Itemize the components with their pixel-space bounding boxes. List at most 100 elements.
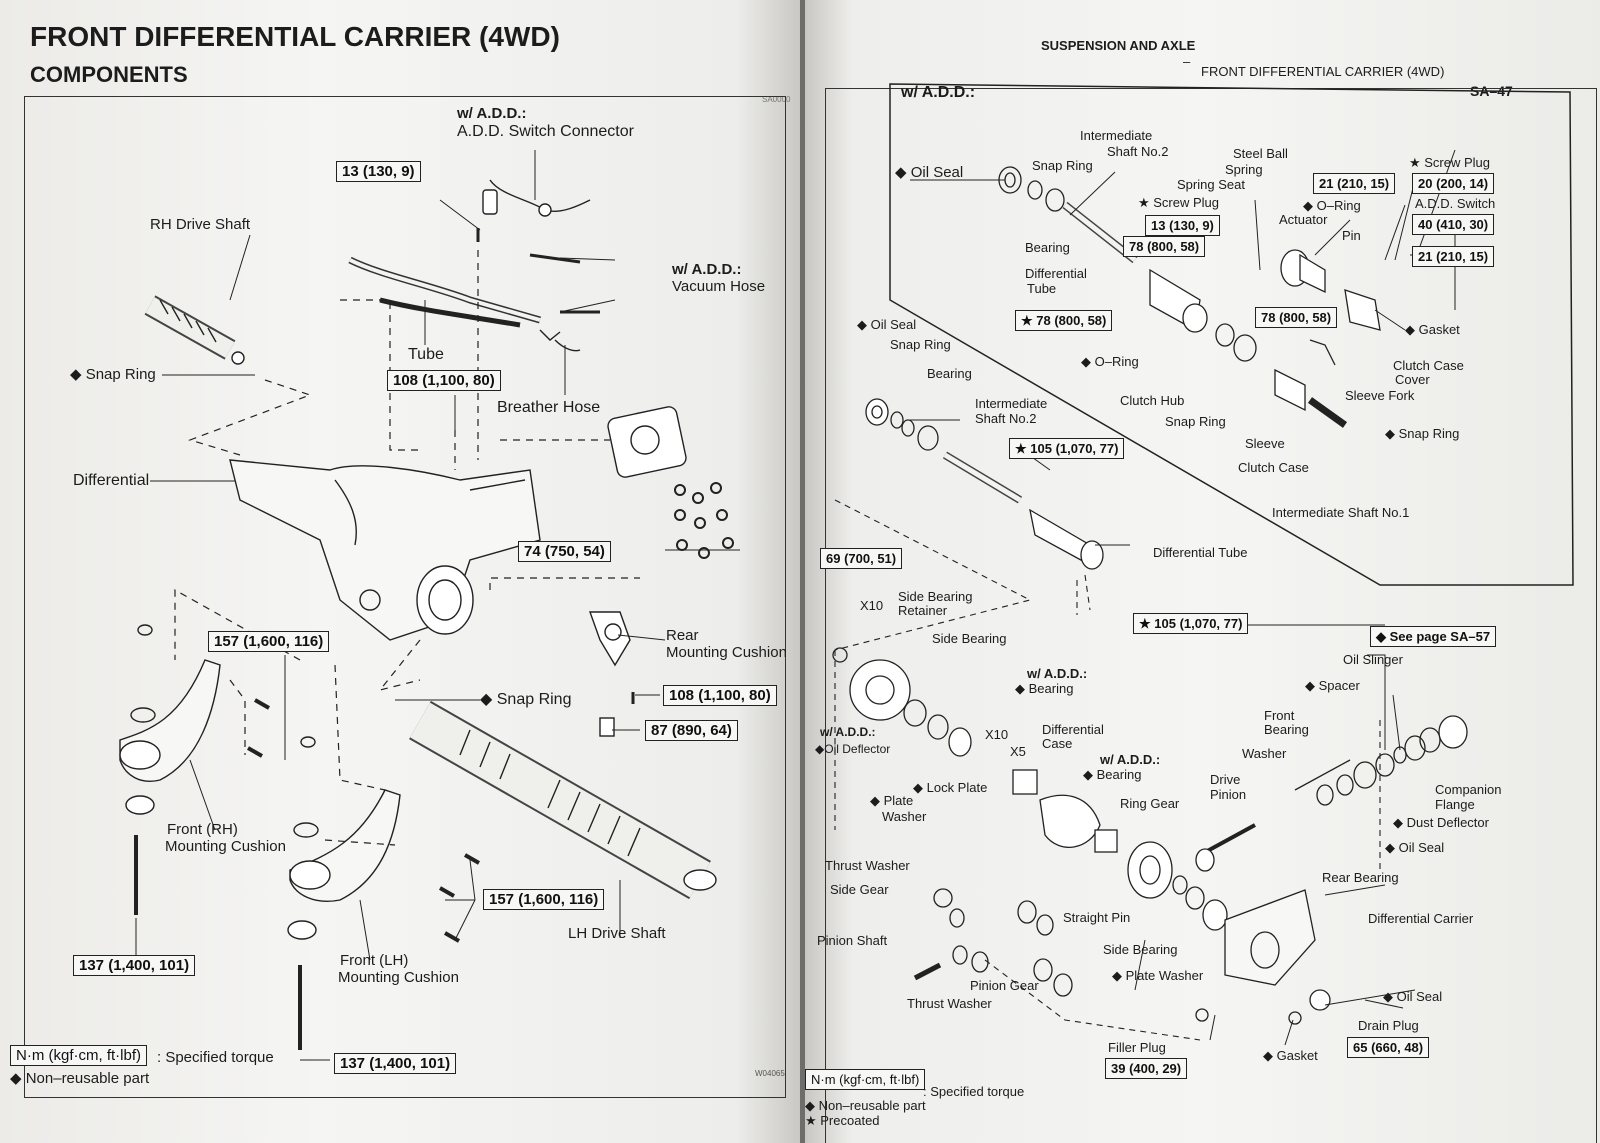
torque-21-b: 21 (210, 15) bbox=[1412, 246, 1495, 267]
companion-flange-label-1: Companion bbox=[1435, 782, 1502, 797]
tube-label: Tube bbox=[408, 346, 444, 363]
clutch-hub-label: Clutch Hub bbox=[1120, 393, 1185, 408]
torque-13: 13 (130, 9) bbox=[1145, 215, 1220, 236]
legend-specified-torque: : Specified torque bbox=[923, 1084, 1025, 1099]
add-heading: w/ A.D.D.: bbox=[457, 105, 527, 122]
plate-washer-label-2: Washer bbox=[882, 809, 927, 824]
front-bearing-label-1: Front bbox=[1264, 708, 1295, 723]
oil-seal-label-1: ◆ Oil Seal bbox=[895, 164, 964, 181]
washer-label: Washer bbox=[1242, 746, 1287, 761]
intermediate-shaft-2a-label-2: Shaft No.2 bbox=[1107, 144, 1169, 159]
differential-tube-label-2: Tube bbox=[1027, 281, 1057, 296]
drive-pinion-label-2: Pinion bbox=[1210, 787, 1247, 802]
torque-69: 69 (700, 51) bbox=[820, 548, 903, 569]
torque-105-a: ★ 105 (1,070, 77) bbox=[1009, 438, 1125, 459]
add-switch-connector-label: A.D.D. Switch Connector bbox=[457, 123, 634, 140]
add-heading: w/ A.D.D.: bbox=[901, 84, 976, 101]
oil-seal-label-3: ◆ Oil Seal bbox=[1385, 840, 1445, 855]
snap-ring-label-1: Snap Ring bbox=[1032, 158, 1093, 173]
gasket-label-2: ◆ Gasket bbox=[1263, 1048, 1318, 1063]
torque-74: 74 (750, 54) bbox=[518, 541, 611, 562]
intermediate-shaft-1-label: Intermediate Shaft No.1 bbox=[1272, 505, 1410, 520]
side-bearing-retainer-label-2: Retainer bbox=[898, 603, 948, 618]
torque-105-b: ★ 105 (1,070, 77) bbox=[1133, 613, 1249, 634]
rear-bearing-label: Rear Bearing bbox=[1322, 870, 1399, 885]
torque-78-a: 78 (800, 58) bbox=[1123, 236, 1206, 257]
legend-non-reusable: ◆ Non–reusable part bbox=[10, 1070, 150, 1087]
header-topic: FRONT DIFFERENTIAL CARRIER (4WD) bbox=[1201, 64, 1445, 79]
sleeve-fork-label: Sleeve Fork bbox=[1345, 388, 1415, 403]
right-page: SUSPENSION AND AXLE – FRONT DIFFERENTIAL… bbox=[805, 0, 1600, 1143]
x10-label-b: X10 bbox=[985, 727, 1009, 742]
snap-ring-label-1: ◆ Snap Ring bbox=[70, 366, 156, 383]
add-oil-deflector-label-1: w/ A.D.D.: bbox=[820, 725, 876, 739]
differential-carrier-label: Differential Carrier bbox=[1368, 911, 1474, 926]
torque-137-a: 137 (1,400, 101) bbox=[73, 955, 196, 976]
intermediate-shaft-2b-label-1: Intermediate bbox=[975, 396, 1048, 411]
thrust-washer-label-1: Thrust Washer bbox=[825, 858, 910, 873]
add-bearing-label-1: w/ A.D.D.: bbox=[1027, 666, 1088, 681]
oil-seal-label-4: ◆ Oil Seal bbox=[1383, 989, 1443, 1004]
front-rh-mount-label-2: Mounting Cushion bbox=[165, 838, 286, 855]
add-bearing-label-4: ◆ Bearing bbox=[1083, 767, 1142, 782]
front-lh-mount-label-1: Front (LH) bbox=[340, 952, 409, 969]
breather-hose-label: Breather Hose bbox=[497, 399, 601, 416]
side-bearing-label-2: Side Bearing bbox=[1103, 942, 1178, 957]
legend-unit-box: N·m (kgf·cm, ft·lbf) bbox=[805, 1069, 926, 1090]
vacuum-hose-prefix: w/ A.D.D.: bbox=[672, 261, 742, 278]
actuator-label: Actuator bbox=[1279, 212, 1328, 227]
legend-specified-torque: : Specified torque bbox=[157, 1049, 274, 1066]
side-bearing-label-1: Side Bearing bbox=[932, 631, 1007, 646]
add-switch-label: A.D.D. Switch bbox=[1415, 196, 1496, 211]
rear-mount-label-2: Mounting Cushion bbox=[666, 644, 787, 661]
screw-plug-label-1: ★ Screw Plug bbox=[1138, 195, 1220, 210]
header-dash: – bbox=[1183, 54, 1191, 69]
intermediate-shaft-2b-label-2: Shaft No.2 bbox=[975, 411, 1037, 426]
torque-78-c: 78 (800, 58) bbox=[1255, 307, 1338, 328]
pinion-shaft-label: Pinion Shaft bbox=[817, 933, 888, 948]
clutch-case-label: Clutch Case bbox=[1238, 460, 1309, 475]
torque-20: 20 (200, 14) bbox=[1412, 173, 1495, 194]
side-bearing-retainer-label-1: Side Bearing bbox=[898, 589, 973, 604]
bearing-label-2: Bearing bbox=[927, 366, 972, 381]
rh-drive-shaft-label: RH Drive Shaft bbox=[150, 216, 251, 233]
left-exploded-diagram bbox=[119, 150, 740, 1061]
add-oil-deflector-label-2: ◆Oil Deflector bbox=[815, 742, 891, 756]
pinion-gear-label: Pinion Gear bbox=[970, 978, 1039, 993]
vacuum-hose-label: Vacuum Hose bbox=[672, 278, 766, 295]
spring-seat-label: Spring Seat bbox=[1177, 177, 1245, 192]
header-section: SUSPENSION AND AXLE bbox=[1041, 38, 1196, 53]
legend-precoated: ★ Precoated bbox=[805, 1113, 880, 1128]
bearing-label-1: Bearing bbox=[1025, 240, 1070, 255]
snap-ring-label-2: ◆ Snap Ring bbox=[480, 691, 572, 708]
dust-deflector-label: ◆ Dust Deflector bbox=[1393, 815, 1489, 830]
filler-plug-label: Filler Plug bbox=[1108, 1040, 1166, 1055]
lock-plate-label: ◆ Lock Plate bbox=[913, 780, 988, 795]
torque-108-a: 108 (1,100, 80) bbox=[387, 370, 501, 391]
ring-gear-label: Ring Gear bbox=[1120, 796, 1180, 811]
differential-case-label-2: Case bbox=[1042, 736, 1073, 751]
rear-mount-label-1: Rear bbox=[666, 627, 699, 644]
legend-non-reusable: ◆ Non–reusable part bbox=[805, 1098, 926, 1113]
thrust-washer-label-2: Thrust Washer bbox=[907, 996, 992, 1011]
pin-label: Pin bbox=[1342, 228, 1361, 243]
intermediate-shaft-2a-label-1: Intermediate bbox=[1080, 128, 1153, 143]
front-rh-mount-label-1: Front (RH) bbox=[167, 821, 238, 838]
differential-tube-label: Differential Tube bbox=[1153, 545, 1248, 560]
clutch-case-cover-label-1: Clutch Case bbox=[1393, 358, 1464, 373]
page-subtitle: COMPONENTS bbox=[30, 62, 188, 87]
clutch-case-cover-label-2: Cover bbox=[1395, 372, 1430, 387]
differential-label: Differential bbox=[73, 472, 150, 489]
gasket-label-1: ◆ Gasket bbox=[1405, 322, 1460, 337]
oil-seal-label-2: ◆ Oil Seal bbox=[857, 317, 917, 332]
torque-40: 40 (410, 30) bbox=[1412, 214, 1495, 235]
corner-code: SA0000 bbox=[762, 95, 791, 104]
torque-87: 87 (890, 64) bbox=[645, 720, 738, 741]
torque-137-b: 137 (1,400, 101) bbox=[334, 1053, 457, 1074]
torque-21-a: 21 (210, 15) bbox=[1313, 173, 1396, 194]
x5-label: X5 bbox=[1010, 744, 1026, 759]
snap-ring-label-2: Snap Ring bbox=[890, 337, 951, 352]
x10-label-a: X10 bbox=[860, 598, 884, 613]
figure-code: W04065 bbox=[755, 1069, 785, 1078]
front-bearing-label-2: Bearing bbox=[1264, 722, 1309, 737]
